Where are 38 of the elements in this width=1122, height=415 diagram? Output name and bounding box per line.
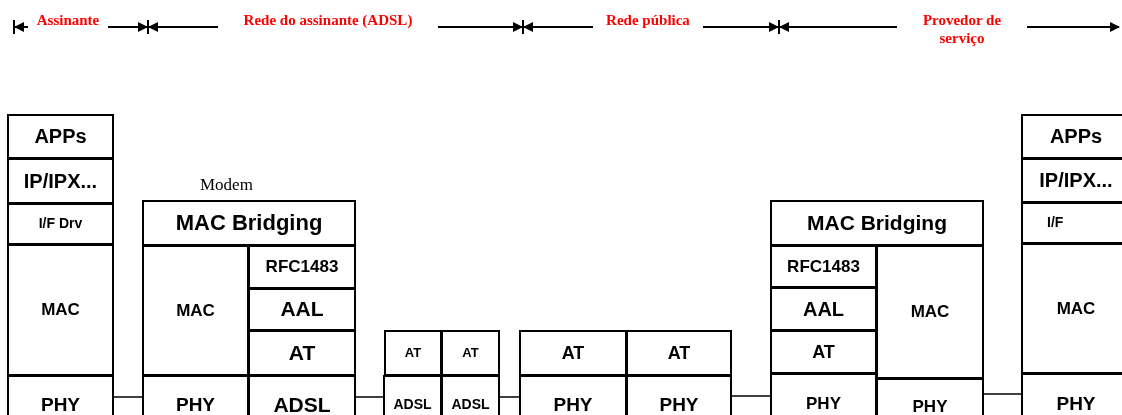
protocol-layer-box: AAL	[248, 288, 356, 331]
protocol-layer-box: APPs	[7, 114, 114, 159]
protocol-layer-box: ADSL	[441, 375, 500, 415]
protocol-layer-box: RFC1483	[770, 245, 877, 288]
protocol-layer-box: PHY	[519, 375, 627, 415]
protocol-layer-box: APPs	[1021, 114, 1122, 159]
protocol-layer-box: MAC	[142, 245, 249, 376]
protocol-layer-box: PHY	[626, 375, 732, 415]
connector-line	[499, 396, 520, 398]
connector-line	[983, 393, 1022, 395]
device-label: Modem	[200, 174, 253, 196]
protocol-layer-box: AT	[770, 330, 877, 374]
protocol-layer-box: PHY	[1021, 373, 1122, 415]
protocol-layer-box: PHY	[876, 378, 984, 415]
protocol-layer-box: MAC	[1021, 243, 1122, 374]
connector-line	[731, 395, 771, 397]
protocol-layer-box: MAC	[876, 245, 984, 379]
protocol-layer-box: AT	[248, 330, 356, 376]
protocol-layer-box: PHY	[142, 375, 249, 415]
protocol-layer-box: IP/IPX...	[1021, 158, 1122, 203]
protocol-layer-box: PHY	[770, 373, 877, 415]
protocol-layer-box: I/F	[1021, 202, 1122, 244]
protocol-layer-box: ADSL	[248, 375, 356, 415]
protocol-layer-box: ADSL	[383, 375, 442, 415]
protocol-layer-box: AT	[441, 330, 500, 376]
protocol-layer-box: IP/IPX...	[7, 158, 114, 204]
protocol-layer-box: AAL	[770, 287, 877, 331]
protocol-layer-box: MAC Bridging	[770, 200, 984, 246]
connector-line	[355, 396, 384, 398]
protocol-layer-box: AT	[519, 330, 627, 376]
protocol-layer-box: RFC1483	[248, 245, 356, 289]
protocol-layer-box: I/F Drv	[7, 203, 114, 245]
connector-line	[113, 396, 143, 398]
protocol-layer-box: MAC	[7, 244, 114, 376]
protocol-layer-box: PHY	[7, 375, 114, 415]
protocol-layer-box: AT	[626, 330, 732, 376]
protocol-layer-box: MAC Bridging	[142, 200, 356, 246]
protocol-layer-box: AT	[384, 330, 442, 376]
